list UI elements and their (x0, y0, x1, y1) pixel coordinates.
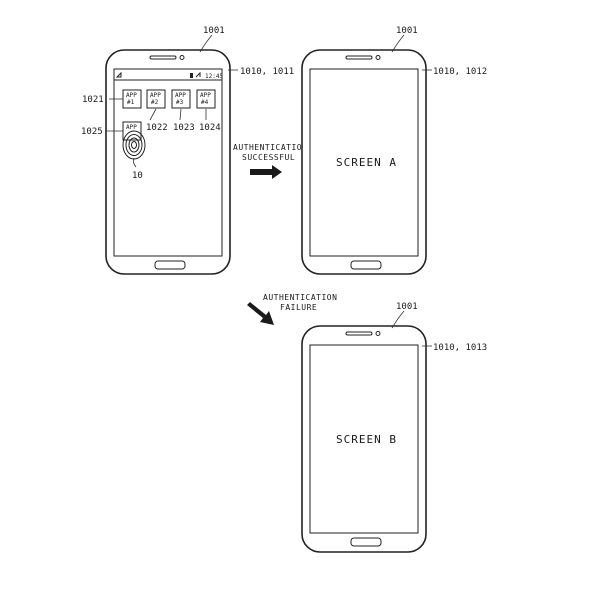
success-arrow-shape (250, 165, 282, 179)
home-button[interactable] (350, 260, 382, 270)
ref-finger: 10 (132, 171, 143, 181)
leader-app2 (149, 108, 157, 121)
app-icon-3[interactable]: APP #3 (171, 89, 191, 109)
phone-body (301, 325, 427, 553)
ref-app4: 1024 (199, 123, 221, 133)
selected-app-label: APP (126, 124, 137, 131)
ref-display-1: 1010, 1011 (240, 67, 294, 77)
home-button[interactable] (350, 537, 382, 547)
leader-device-3 (391, 310, 405, 329)
screen-a-label: SCREEN A (336, 156, 397, 169)
phone-success: SCREEN A (301, 49, 427, 275)
app-icon-4-line1: APP (200, 92, 211, 99)
display-screen (309, 344, 419, 534)
status-time: 12:45 (205, 73, 223, 80)
earpiece (149, 55, 177, 60)
success-arrow: AUTHENTICATION SUCCESSFUL (233, 143, 307, 179)
display-screen (113, 68, 223, 257)
failure-arrow-line1: AUTHENTICATION (263, 293, 337, 302)
ref-device-2: 1001 (396, 26, 418, 36)
app-icon-4-line2: #4 (201, 99, 209, 106)
ref-device-3: 1001 (396, 302, 418, 312)
ref-display-3: 1010, 1013 (433, 343, 487, 353)
failure-arrow-shape (247, 302, 274, 325)
app-icon-2-line2: #2 (151, 99, 159, 106)
failure-arrow: AUTHENTICATION FAILURE (247, 293, 337, 325)
signal-icon (115, 71, 122, 78)
app-icon-1-line1: APP (126, 92, 137, 99)
earpiece (345, 55, 373, 60)
app-icon-2-line1: APP (150, 92, 161, 99)
ref-display-2: 1010, 1012 (433, 67, 487, 77)
camera-dot (179, 55, 185, 60)
earpiece (345, 331, 373, 336)
app-icon-4[interactable]: APP #4 (196, 89, 216, 109)
home-button[interactable] (154, 260, 186, 270)
leader-device-1 (199, 34, 213, 53)
phone-home: 12:45 APP #1 APP #2 APP #3 APP #4 APP (105, 49, 231, 275)
failure-arrow-line2: FAILURE (280, 303, 317, 312)
phone-failure: SCREEN B (301, 325, 427, 553)
ref-app2: 1022 (146, 123, 168, 133)
app-icon-3-line1: APP (175, 92, 186, 99)
leader-finger (132, 157, 137, 168)
success-arrow-line1: AUTHENTICATION (233, 143, 307, 152)
ref-app3: 1023 (173, 123, 195, 133)
ref-app1: 1021 (82, 95, 104, 105)
camera-dot (375, 331, 381, 336)
leader-app3 (179, 108, 182, 121)
ref-device-1: 1001 (203, 26, 225, 36)
leader-device-2 (391, 34, 405, 53)
success-arrow-line2: SUCCESSFUL (242, 153, 295, 162)
battery-icon (190, 73, 193, 78)
screen-b-label: SCREEN B (336, 433, 397, 446)
phone-body (105, 49, 231, 275)
display-screen (309, 68, 419, 257)
camera-dot (375, 55, 381, 60)
phone-body (301, 49, 427, 275)
app-icon-2[interactable]: APP #2 (146, 89, 166, 109)
app-icon-3-line2: #3 (176, 99, 184, 106)
ref-selected: 1025 (81, 127, 103, 137)
wifi-icon (195, 71, 201, 78)
app-icon-1-line2: #1 (127, 99, 135, 106)
